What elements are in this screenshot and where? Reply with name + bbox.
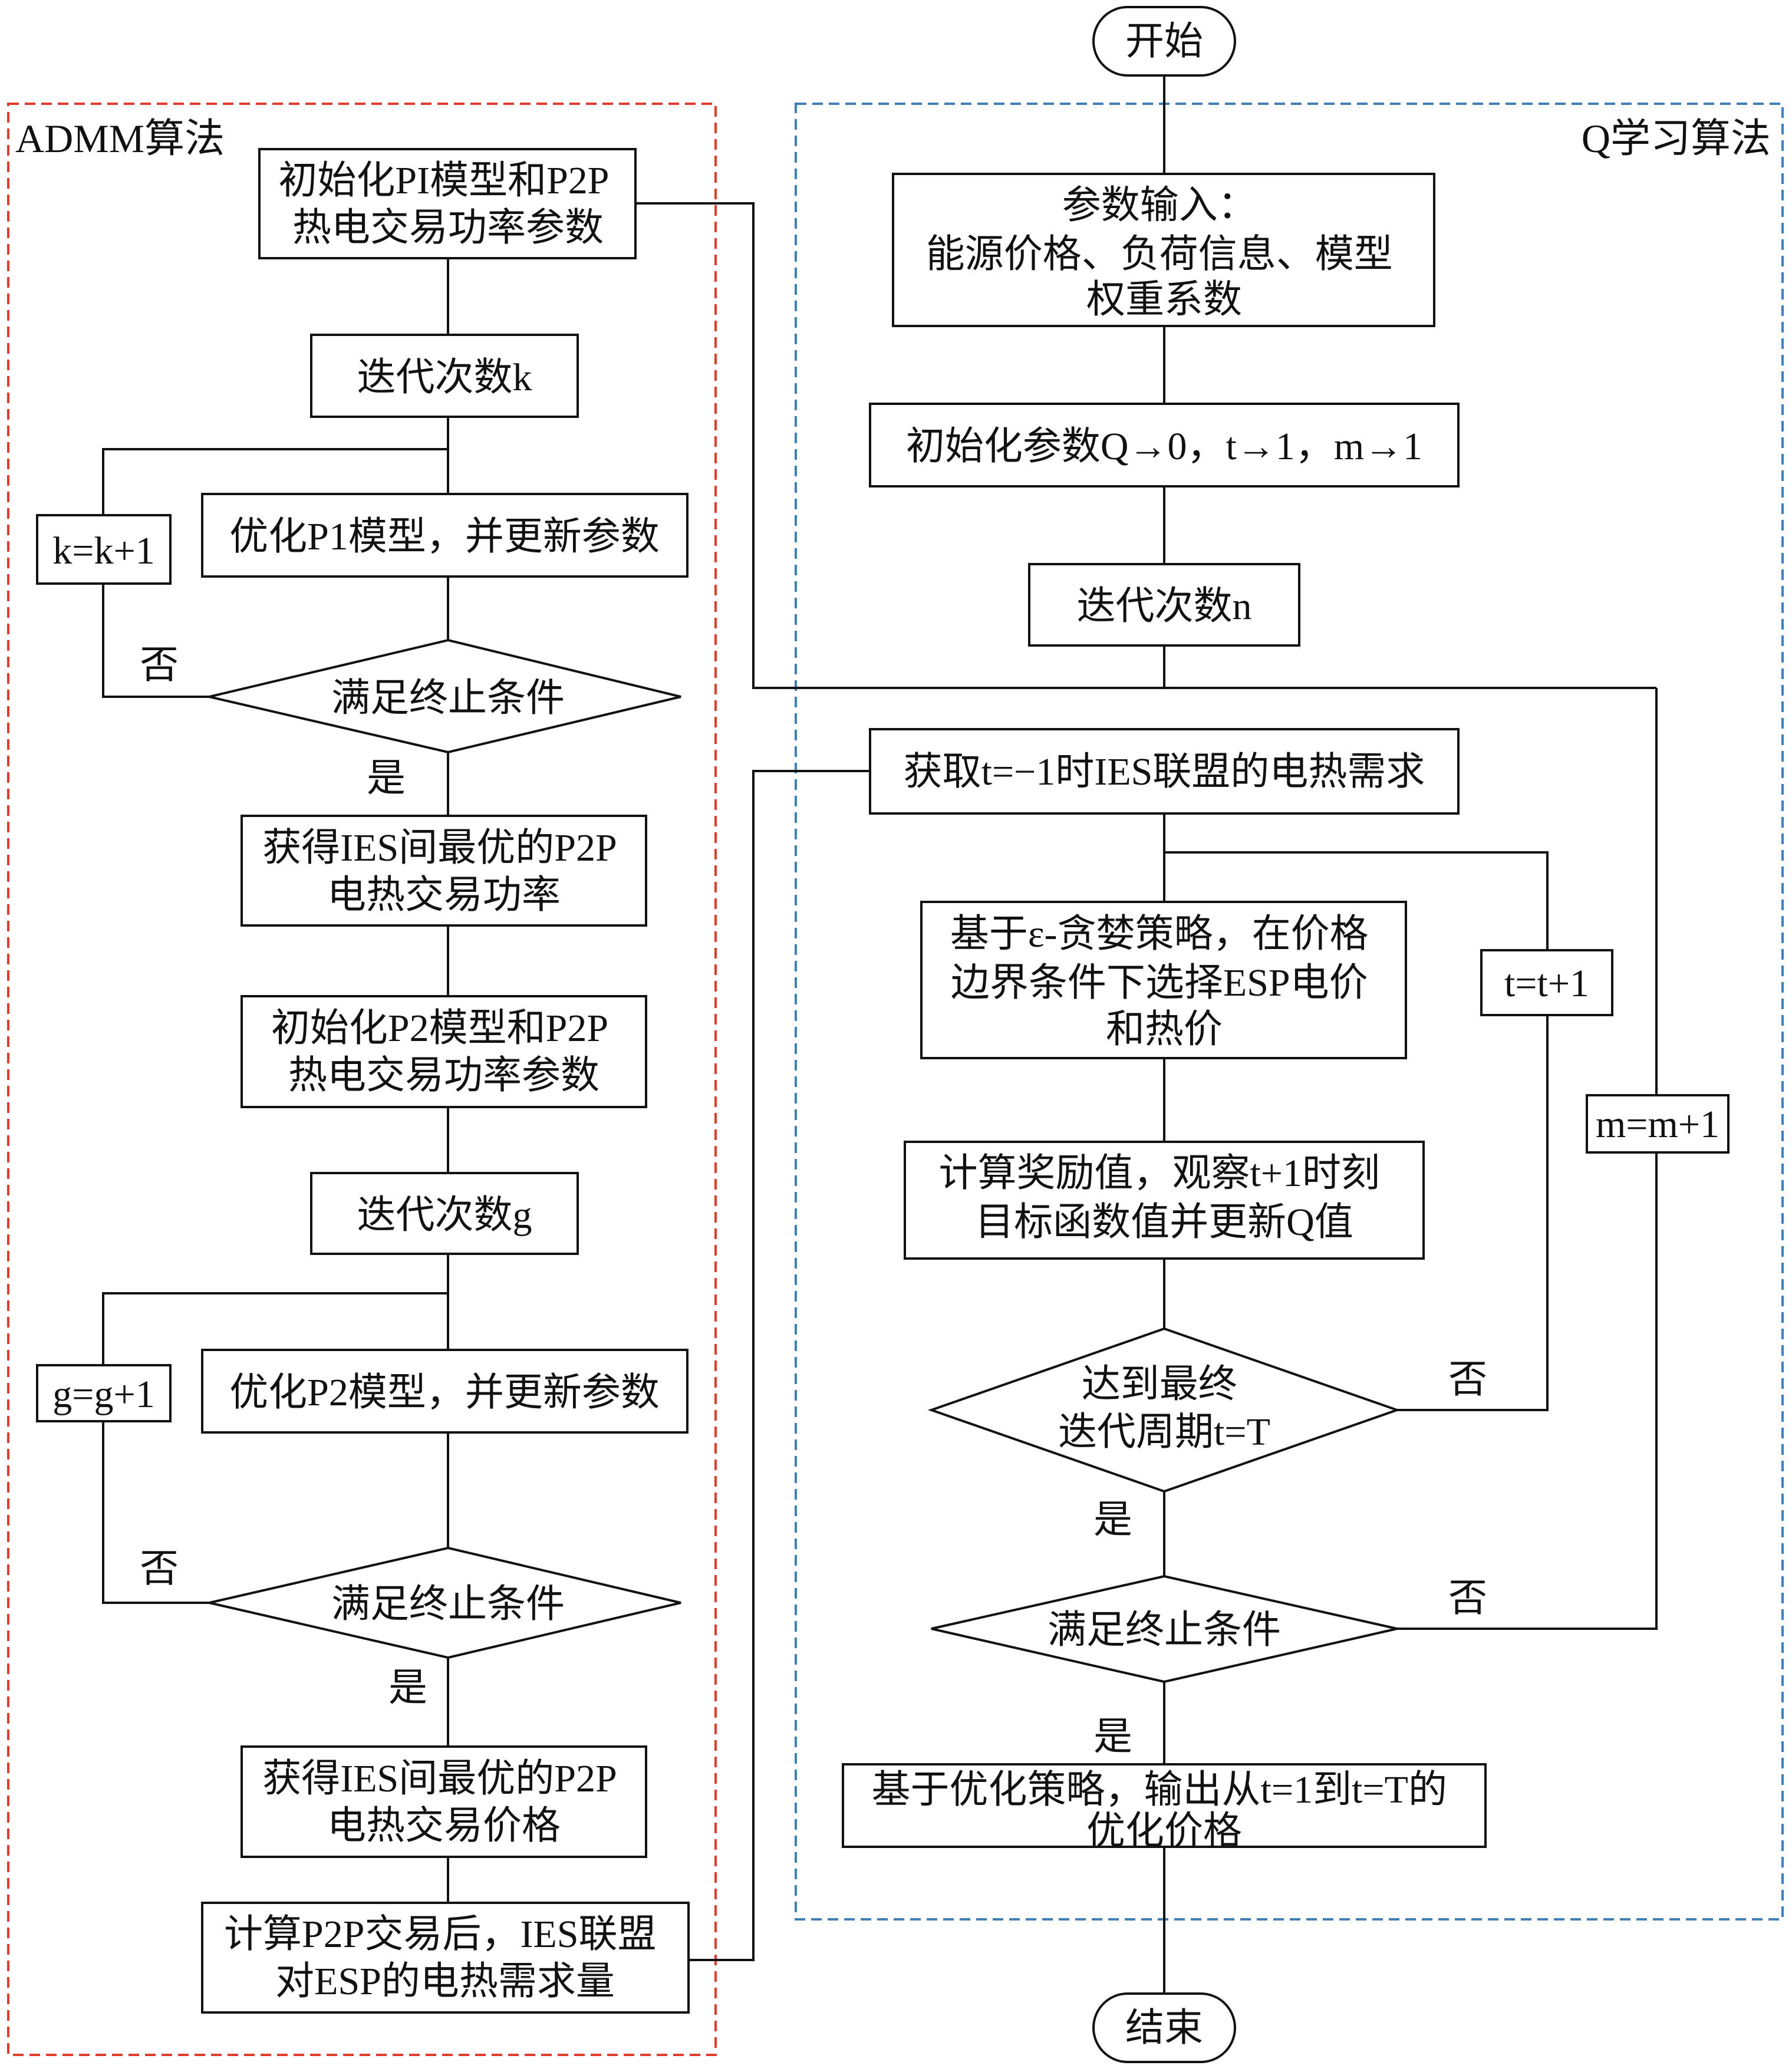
compute-demand-box: 计算P2P交易后，IES联盟 对ESP的电热需求量: [201, 1902, 690, 2014]
svg-text:获得IES间最优的P2P 电热交易价格: 获得IES间最优的P2P 电热交易价格: [262, 1757, 625, 1847]
result-power-line-2: 电热交易功率: [327, 874, 561, 917]
iter-n-box: 迭代次数n: [1028, 563, 1300, 647]
iter-g-label: 迭代次数g: [357, 1194, 532, 1237]
compute-demand-line-1: 计算P2P交易后，IES联盟: [224, 1913, 656, 1956]
svg-text:初始化P2模型和P2P 热电交易功率参数: 初始化P2模型和P2P 热电交易功率参数: [271, 1007, 617, 1097]
svg-text:计算P2P交易后，IES联盟 对ESP的电热需求: 计算P2P交易后，IES联盟 对ESP的电热需求量: [224, 1913, 666, 2003]
result-price-box: 获得IES间最优的P2P 电热交易价格: [241, 1745, 647, 1858]
init-p1-line-2: 热电交易功率参数: [292, 206, 604, 249]
check-final-line-1: 达到最终: [1082, 1363, 1237, 1406]
param-input-box: 参数输入： 能源价格、负荷信息、模型 权重系数: [892, 173, 1435, 327]
param-input-line-3: 权重系数: [1086, 278, 1242, 321]
init-params-label: 初始化参数Q→0，t→1，m→1: [906, 425, 1422, 468]
check-stop-label: 满足终止条件: [1047, 1609, 1281, 1652]
check-2-diamond: 满足终止条件: [209, 1546, 681, 1659]
check-final-line-2: 迭代周期t=T: [1058, 1411, 1270, 1454]
check-final-diamond: 达到最终 迭代周期t=T: [927, 1327, 1401, 1493]
result-power-line-1: 获得IES间最优的P2P: [262, 826, 616, 869]
result-price-line-2: 电热交易价格: [327, 1804, 561, 1847]
epsilon-greedy-box: 基于ε-贪婪策略，在价格 边界条件下选择ESP电价 和热价: [920, 901, 1407, 1059]
param-input-line-1: 参数输入：: [1062, 184, 1257, 227]
optimize-p2-box: 优化P2模型，并更新参数: [201, 1349, 689, 1434]
admm-group-title: ADMM算法: [15, 116, 225, 161]
init-p2-line-1: 初始化P2模型和P2P: [271, 1007, 607, 1050]
svg-text:初始化PI模型和P2P 热电交易功率参数: 初始化PI模型和P2P 热电交易功率参数: [278, 159, 617, 249]
svg-text:达到最终 迭代周期t=T: 达到最终 迭代周期t=T: [1058, 1363, 1270, 1454]
init-p1-box: 初始化PI模型和P2P 热电交易功率参数: [258, 148, 637, 259]
epsilon-greedy-line-1: 基于ε-贪婪策略，在价格: [950, 913, 1369, 956]
update-m-box: m=m+1: [1586, 1094, 1730, 1154]
svg-text:基于ε-贪婪策略，在价格 边界条件下选择ESP电: 基于ε-贪婪策略，在价格 边界条件下选择ESP电价 和热价: [950, 913, 1378, 1051]
svg-text:基于优化策略，输出从t=1到t=T的 优化价格: 基于优化策略，输出从t=1到t=T的 优化价格: [872, 1768, 1457, 1853]
admm-group: ADMM算法: [7, 103, 717, 2056]
reward-line-1: 计算奖励值，观察t+1时刻: [938, 1152, 1380, 1195]
check-1-yes: 是: [367, 757, 406, 800]
epsilon-greedy-line-2: 边界条件下选择ESP电价: [951, 961, 1368, 1004]
iter-k-label: 迭代次数k: [357, 356, 532, 399]
get-demand-box: 获取t=−1时IES联盟的电热需求: [869, 728, 1460, 815]
update-m-label: m=m+1: [1596, 1103, 1719, 1146]
init-p1-line-1: 初始化PI模型和P2P: [278, 159, 608, 202]
end-label: 结束: [1125, 2007, 1203, 2050]
epsilon-greedy-line-3: 和热价: [1106, 1008, 1223, 1051]
update-t-box: t=t+1: [1480, 949, 1613, 1016]
qlearning-group: Q学习算法: [795, 103, 1784, 1921]
output-line-1: 基于优化策略，输出从t=1到t=T的: [872, 1768, 1447, 1811]
init-p2-line-2: 热电交易功率参数: [288, 1054, 599, 1097]
start-terminal: 开始: [1092, 6, 1236, 77]
init-p2-box: 初始化P2模型和P2P 热电交易功率参数: [241, 995, 647, 1108]
iter-k-box: 迭代次数k: [310, 334, 579, 418]
start-label: 开始: [1125, 20, 1203, 63]
check-2-no: 否: [140, 1547, 179, 1590]
optimize-p2-label: 优化P2模型，并更新参数: [229, 1371, 660, 1414]
check-1-diamond: 满足终止条件: [209, 638, 681, 754]
get-demand-label: 获取t=−1时IES联盟的电热需求: [904, 750, 1425, 793]
result-price-line-1: 获得IES间最优的P2P: [262, 1757, 616, 1800]
param-input-line-2: 能源价格、负荷信息、模型: [926, 233, 1393, 276]
optimize-p1-label: 优化P1模型，并更新参数: [229, 515, 660, 558]
check-1-label: 满足终止条件: [331, 677, 565, 720]
update-g-label: g=g+1: [52, 1373, 154, 1416]
update-g-box: g=g+1: [36, 1364, 172, 1422]
check-stop-no: 否: [1448, 1577, 1487, 1620]
iter-g-box: 迭代次数g: [310, 1172, 579, 1255]
result-power-box: 获得IES间最优的P2P 电热交易功率: [241, 815, 647, 927]
check-stop-yes: 是: [1093, 1715, 1132, 1758]
compute-demand-line-2: 对ESP的电热需求量: [275, 1960, 615, 2003]
init-params-box: 初始化参数Q→0，t→1，m→1: [869, 403, 1460, 487]
connectors: [102, 75, 1658, 1994]
reward-box: 计算奖励值，观察t+1时刻 目标函数值并更新Q值: [904, 1141, 1425, 1260]
check-1-no: 否: [140, 644, 179, 687]
output-box: 基于优化策略，输出从t=1到t=T的 优化价格: [842, 1763, 1487, 1853]
svg-text:参数输入： 能源价格、负荷信息、模型: 参数输入： 能源价格、负荷信息、模型 权重系数: [926, 184, 1403, 321]
iter-n-label: 迭代次数n: [1077, 585, 1252, 628]
check-final-no: 否: [1448, 1358, 1487, 1401]
reward-line-2: 目标函数值并更新Q值: [975, 1201, 1353, 1244]
check-2-label: 满足终止条件: [331, 1583, 565, 1626]
svg-text:获得IES间最优的P2P 电热交易功率: 获得IES间最优的P2P 电热交易功率: [262, 826, 625, 917]
check-final-yes: 是: [1093, 1498, 1132, 1541]
update-k-box: k=k+1: [36, 514, 172, 585]
optimize-p1-box: 优化P1模型，并更新参数: [201, 493, 689, 578]
update-t-label: t=t+1: [1504, 962, 1589, 1005]
svg-text:计算奖励值，观察t+1时刻 目标函数值并更新Q值: 计算奖励值，观察t+1时刻 目标函数值并更新Q值: [938, 1152, 1389, 1244]
check-2-yes: 是: [388, 1666, 427, 1709]
output-line-2: 优化价格: [1086, 1810, 1242, 1853]
update-k-label: k=k+1: [52, 529, 154, 572]
check-stop-diamond: 满足终止条件: [931, 1574, 1398, 1684]
qlearning-group-title: Q学习算法: [1582, 116, 1771, 161]
end-terminal: 结束: [1092, 1992, 1236, 2063]
